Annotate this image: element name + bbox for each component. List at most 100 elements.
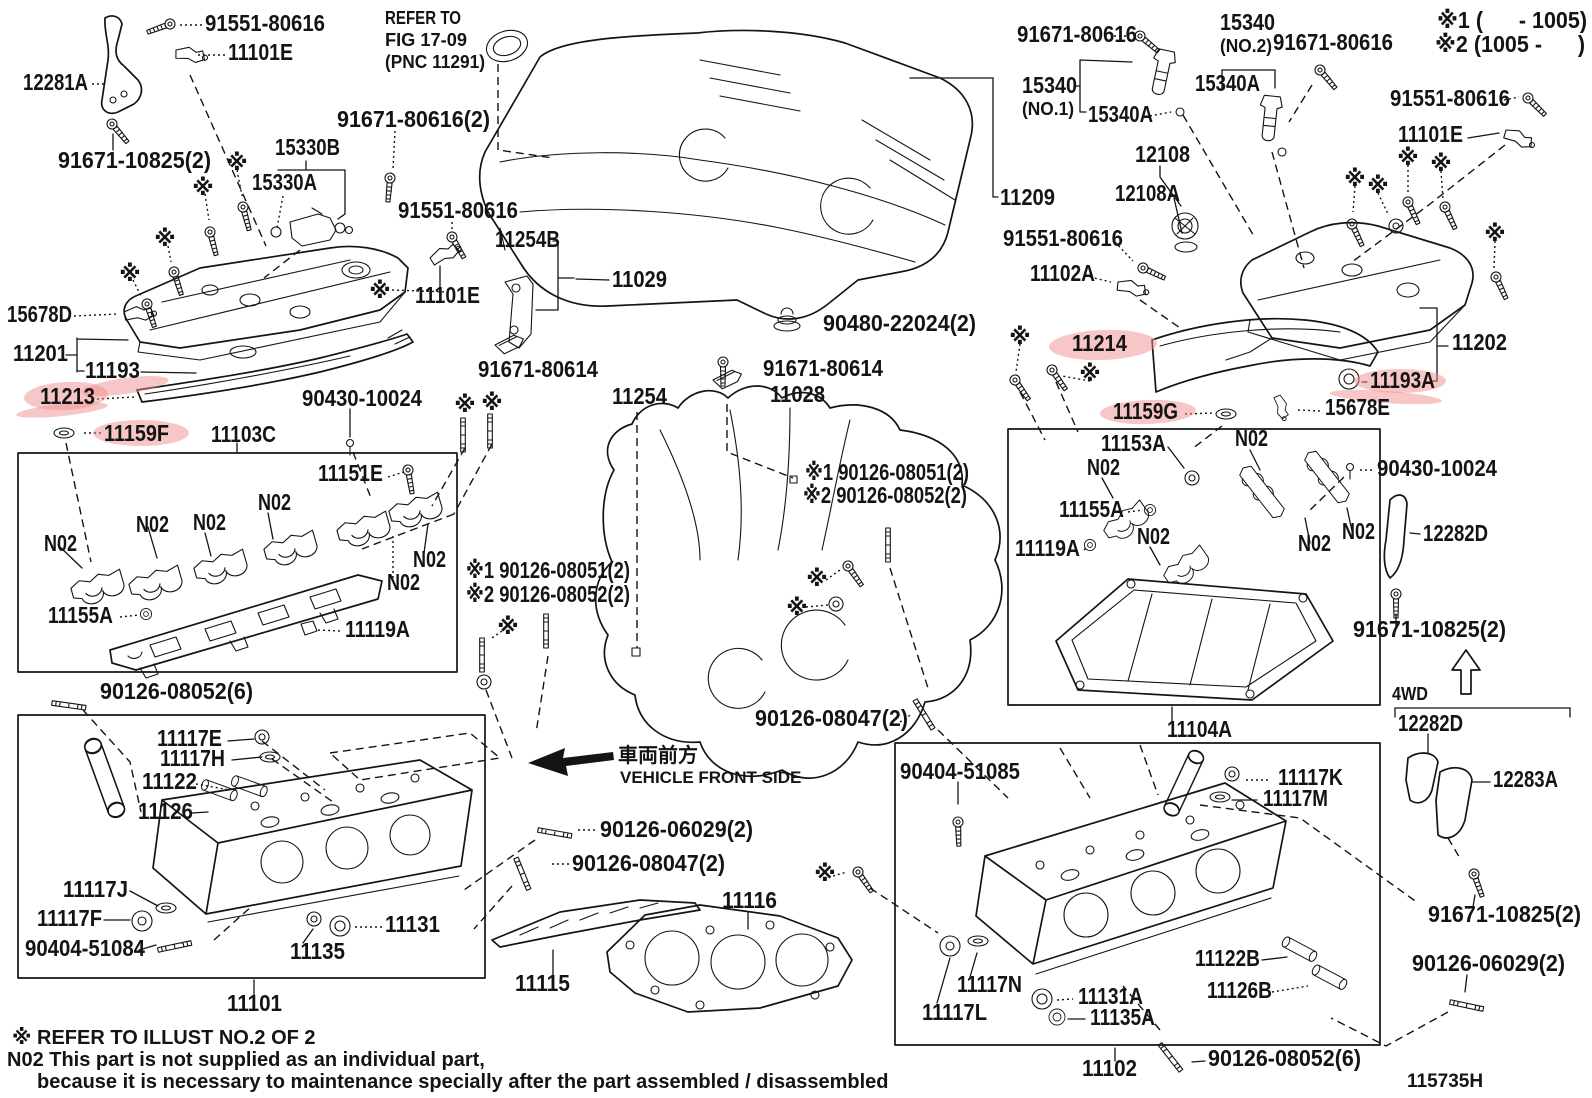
part-label: 12108 [1135,141,1190,167]
part-label: 90126-06029(2) [600,816,753,842]
part-label: 11254 [612,383,667,409]
part-label: 11101E [1398,121,1463,147]
ref-mark: ※ [497,615,518,640]
part-label: 15330B [275,134,340,160]
part-label: 91551-80616 [398,197,518,223]
part-label: 11155A [1059,496,1124,522]
footnote-n02-line2: because it is necessary to maintenance s… [37,1071,889,1093]
part-label: 11104A [1167,716,1232,742]
part-label: 90126-08052(6) [1208,1045,1361,1071]
part-label: 12282D [1398,710,1463,736]
part-label: 15340 [1022,72,1077,98]
part-label: N02 [258,489,291,515]
part-label: 11117J [63,876,128,902]
part-label: ※1 90126-08051(2) [466,557,630,583]
part-label: N02 [1087,454,1120,480]
valve-cover-gasket-rh [1151,317,1379,393]
part-label: N02 [413,546,446,572]
part-label: 11029 [612,266,667,292]
gasket-11115 [491,899,701,948]
part-label: 11213 [40,383,95,409]
fasteners [51,17,1550,1073]
part-label: 91671-10825(2) [1353,616,1506,642]
part-label: 15678D [7,301,72,327]
part-label: 11116 [722,887,777,913]
part-label: 91671-80616(2) [337,106,490,132]
cylinder-head-rh-box [894,742,1381,1046]
engine-cover [478,29,974,320]
cylinder-head-rh [975,782,1287,975]
ref-mark: ※ [1009,325,1030,350]
part-label: 91671-80616 [1273,29,1393,55]
part-label: 11117H [160,745,225,771]
marker-highlight [1354,369,1446,393]
front-side-arrow-icon [528,748,614,776]
camshaft-housing-lh-box [17,452,458,673]
part-label: N02 [387,569,420,595]
footnote-n02-line1: N02 This part is not supplied as an indi… [7,1049,485,1071]
part-label: 4WD [1392,684,1428,704]
part-label: 11122B [1195,945,1260,971]
part-label: 90404-51085 [900,758,1020,784]
part-label: 11153A [1101,430,1166,456]
part-label: 11102A [1030,260,1095,286]
part-label: 15340A [1195,70,1260,96]
part-label: 91551-80616 [205,10,325,36]
part-label: 12283A [1493,766,1558,792]
part-label: 90126-08047(2) [755,705,908,731]
part-label: N02 [1235,425,1268,451]
part-label: (NO.1) [1022,99,1074,119]
marker-highlight [16,402,108,418]
ref-mark: ※ [1484,222,1505,247]
part-label: ※2 (1005 - ) [1435,31,1585,57]
marker-highlight [93,420,189,446]
part-label: REFER TO [385,8,461,28]
camshaft-housing-rh-box [1007,428,1381,706]
part-label: 11119A [1015,535,1080,561]
ref-mark: ※ [1430,152,1451,177]
part-label: 91671-10825(2) [58,147,211,173]
part-label: ※2 90126-08052(2) [803,482,967,508]
ref-mark: ※ [1344,167,1365,192]
part-label: 11159G [1113,398,1178,424]
part-label: N02 [1342,518,1375,544]
part-label: 11202 [1452,329,1507,355]
valve-cover-lh [123,245,409,361]
part-label: 11119A [345,616,410,642]
box-layer [17,428,1381,1046]
part-label: N02 [193,509,226,535]
ref-mark: ※ [1367,174,1388,199]
marker-highlight [1049,329,1157,361]
part-label: 11126B [1207,977,1272,1003]
marker-highlight [1100,399,1196,425]
part-label: 11151E [318,460,383,486]
part-label: 11126 [138,798,193,824]
part-label: 15330A [252,169,317,195]
part-label: 91671-80616 [1017,21,1137,47]
part-label: 90126-08052(6) [100,678,253,704]
ref-mark: ※ [1397,146,1418,171]
camshaft-housing-lh [109,574,383,679]
up-arrow-icon [1451,649,1481,695]
part-label: 11028 [770,381,825,407]
label-layer: 91551-8061611101E12281A91671-10825(2)153… [7,7,1587,1081]
oil-filler-cap-12108 [1171,212,1199,253]
part-label: 90126-06029(2) [1412,950,1565,976]
ref-mark: ※ [1079,362,1100,387]
intake-manifold [594,385,1003,779]
part-label: N02 [44,530,77,556]
part-label: 15678E [1325,394,1390,420]
part-label: 11135A [1090,1004,1155,1030]
part-label: 11201 [13,340,68,366]
part-label: 11117M [1263,785,1328,811]
part-label: 11193A [1370,367,1435,393]
part-label: 11117L [922,999,987,1025]
ref-mark: ※ [806,567,827,592]
part-label: 11117F [37,905,102,931]
part-label: 11131 [385,911,440,937]
marker-highlight [1330,389,1442,405]
part-label: 12282D [1423,520,1488,546]
ref-mark: ※ [154,227,175,252]
part-label: 11193 [85,357,140,383]
